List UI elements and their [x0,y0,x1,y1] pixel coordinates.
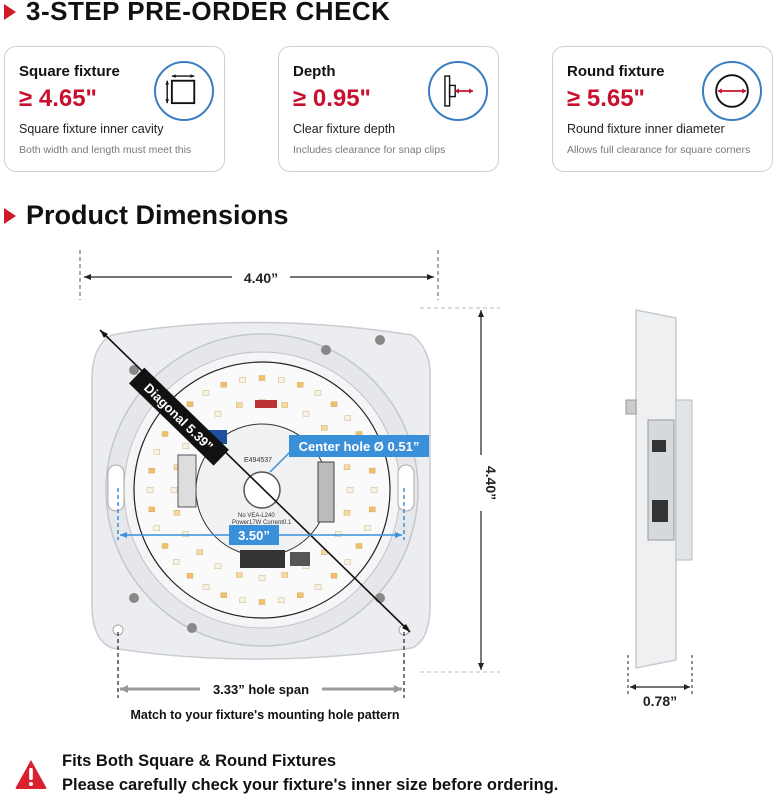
led-chip [186,573,194,579]
led-chip [153,525,161,531]
led-chip [364,525,371,531]
led-chip [220,592,227,598]
led-chip [343,510,351,516]
led-chip [161,543,169,549]
led-chip [369,467,376,474]
led-chip [343,464,351,470]
led-chip [170,487,178,493]
led-chip [235,402,243,408]
triangle-bullet-icon [4,207,16,224]
inner-span-label: 3.50” [238,528,270,543]
card-note: Allows full clearance for square corners [567,144,751,156]
led-chip [297,592,304,598]
depth-icon [428,61,488,121]
led-chip [258,375,266,381]
section-title-text: Product Dimensions [26,200,289,230]
led-chip [314,584,322,590]
led-chip [344,415,351,421]
led-chip [214,563,222,569]
section-title-preorder: 3-STEP PRE-ORDER CHECK [4,0,390,27]
thickness-label: 0.78” [643,693,677,709]
led-chip [146,487,154,493]
card-description: Square fixture inner cavity [19,122,164,136]
led-chip [220,382,227,388]
product-dimensions-diagram: E494537 No VEA-L240 Power17W Current0.1 … [0,240,777,740]
led-chip [330,573,338,579]
warning-icon [15,760,47,789]
card-label: Depth [293,63,336,80]
check-size-notice: Please carefully check your fixture's in… [62,776,559,794]
led-chip [258,599,266,605]
led-chip [186,401,194,407]
width-label: 4.40” [244,270,278,286]
fits-notice: Fits Both Square & Round Fixtures [62,752,337,770]
card-description: Round fixture inner diameter [567,122,725,136]
card-description: Clear fixture depth [293,122,396,136]
led-chip [314,390,322,396]
hole-span-note: Match to your fixture's mounting hole pa… [131,708,400,722]
dimensions-drawing: E494537 No VEA-L240 Power17W Current0.1 … [79,250,693,722]
led-chip [335,531,342,537]
check-card-round: Round fixture ≥ 5.65" Round fixture inne… [552,46,773,172]
led-chip [281,402,288,408]
led-chip [302,411,310,417]
led-chip [182,531,190,537]
led-chip [235,572,243,578]
round-diameter-icon [702,61,762,121]
led-chip [202,390,210,396]
pcb-label-model: No VEA-L240 [238,513,275,519]
led-chip [153,448,161,455]
check-card-square: Square fixture ≥ 4.65" Square fixture in… [4,46,225,172]
led-chip [239,597,246,603]
led-chip [202,584,210,590]
led-chip [369,506,376,513]
led-chip [148,506,155,513]
led-chip [278,597,285,603]
center-hole-label: Center hole Ø 0.51” [299,439,420,454]
led-chip [196,549,204,555]
led-chip [344,559,351,565]
hole-span-label: 3.33” hole span [213,682,309,697]
card-note: Both width and length must meet this [19,144,192,156]
led-chip [278,376,285,383]
card-label: Round fixture [567,63,665,80]
led-chip [214,411,222,417]
pcb-label-ce: E494537 [244,457,272,464]
led-chip [182,443,190,449]
height-label: 4.40” [483,466,499,500]
card-value: ≥ 0.95" [293,85,371,112]
check-card-depth: Depth ≥ 0.95" Clear fixture depth Includ… [278,46,499,172]
pcb-label-power: Power17W Current0.1 [232,520,292,526]
led-chip [281,572,288,578]
section-title-dimensions: Product Dimensions [4,200,289,231]
card-value: ≥ 4.65" [19,85,97,112]
led-chip [148,467,155,474]
led-chip [355,543,363,549]
section-title-text: 3-STEP PRE-ORDER CHECK [26,0,391,26]
card-value: ≥ 5.65" [567,85,645,112]
led-chip [258,575,266,581]
square-cavity-icon [154,61,214,121]
led-chip [239,376,246,383]
led-chip [370,487,378,493]
led-chip [173,510,181,516]
led-chip [161,431,169,437]
card-label: Square fixture [19,63,120,80]
led-chip [172,559,180,565]
led-chip [321,425,328,431]
card-note: Includes clearance for snap clips [293,144,446,156]
led-chip [346,487,354,493]
triangle-bullet-icon [4,3,16,20]
led-chip [297,382,304,388]
led-chip [330,401,338,407]
